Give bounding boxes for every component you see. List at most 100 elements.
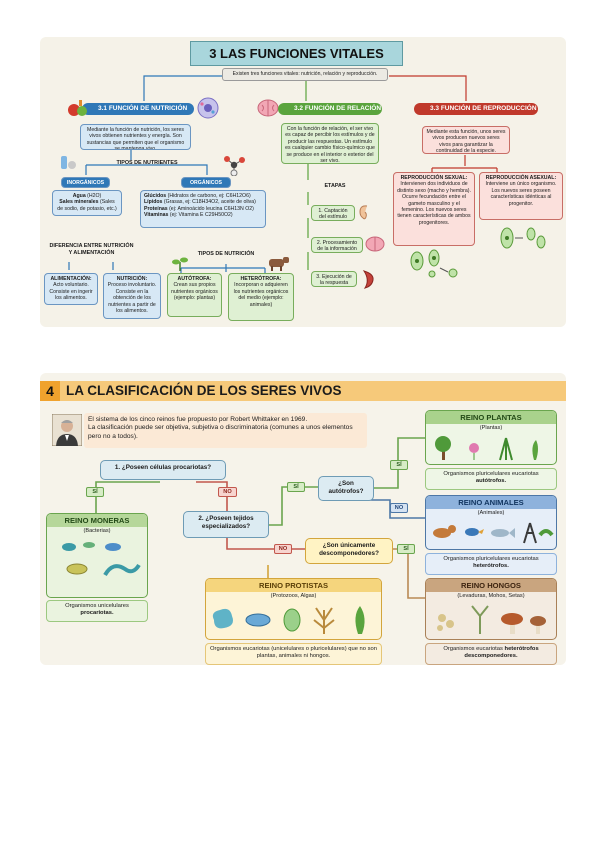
plant-icon xyxy=(172,257,188,271)
intro-line-1: El sistema de los cinco reinos fue propu… xyxy=(88,416,308,423)
organic-label: ORGÁNICOS xyxy=(181,177,231,188)
feeding-desc: Acto voluntario. Consiste en ingerir los… xyxy=(49,282,93,302)
whittaker-portrait xyxy=(52,414,82,446)
protists-icon xyxy=(212,606,365,634)
animales-desc-bold: heterótrofos. xyxy=(473,563,509,569)
autotroph-desc: Crean sus propios nutrientes orgánicos (… xyxy=(171,282,218,302)
organic-item-desc: (Hidratos de carbono, ej: C6H12O6) xyxy=(166,193,251,199)
classification-title: LA CLASIFICACIÓN DE LOS SERES VIVOS xyxy=(60,381,566,401)
q4-yes-tag: SÍ xyxy=(397,544,415,554)
kingdom-animales: REINO ANIMALES (Animales) xyxy=(425,495,557,550)
q1-no-tag: NO xyxy=(218,487,237,497)
question-1: 1. ¿Poseen células procariotas? xyxy=(100,460,226,480)
asexual-desc: Interviene un único organismo. Los nuevo… xyxy=(485,181,557,207)
q3-yes-tag: SÍ xyxy=(390,460,408,470)
nutrition-intro: Mediante la función de nutrición, los se… xyxy=(80,124,191,150)
sexual-desc: Intervienen dos individuos de distinto s… xyxy=(397,181,471,226)
nutrition-header: 3.1 FUNCIÓN DE NUTRICIÓN xyxy=(82,103,194,115)
heterotroph-desc: Incorporan o adquieren los nutrientes or… xyxy=(233,282,289,308)
cow-icon xyxy=(269,257,289,271)
relation-header: 3.2 FUNCIÓN DE RELACIÓN xyxy=(278,103,382,115)
organic-item: Proteínas (ej: Aminoácido leucina C6H13N… xyxy=(144,206,262,212)
asexual-term: REPRODUCCIÓN ASEXUAL: xyxy=(485,175,557,181)
animales-sub: (Animales) xyxy=(477,510,505,516)
organic-item-term: Vitaminas xyxy=(144,212,169,219)
moneras-name: REINO MONERAS xyxy=(47,514,147,527)
moneras-desc: Organismos unicelulares procariotas. xyxy=(46,600,148,622)
kingdom-moneras: REINO MONERAS (Bacterias) xyxy=(46,513,148,598)
cell-icon xyxy=(197,97,219,119)
bacteria-icon xyxy=(62,542,141,577)
hongos-desc: Organismos eucariotas heterótrofos desco… xyxy=(425,643,557,665)
kingdom-protistas: REINO PROTISTAS (Protozoos, Algas) xyxy=(205,578,382,640)
section-number: 4 xyxy=(40,381,60,401)
nutrition-def-box: NUTRICIÓN:Proceso involuntario. Consiste… xyxy=(103,273,161,319)
plantas-sub: (Plantas) xyxy=(479,425,503,431)
protistas-sub: (Protozoos, Algas) xyxy=(270,593,317,599)
ear-icon xyxy=(359,205,368,220)
functions-subtitle: Existen tres funciones vitales: nutrició… xyxy=(222,68,388,81)
water-bottle-icon xyxy=(61,156,76,169)
q2-no-tag: NO xyxy=(274,544,292,554)
plantas-desc-bold: autótrofos. xyxy=(475,478,507,484)
stages-label: ETAPAS xyxy=(324,183,346,189)
feeding-box: ALIMENTACIÓN:Acto voluntario. Consiste e… xyxy=(44,273,98,305)
relation-intro: Con la función de relación, el ser vivo … xyxy=(281,123,379,164)
sexual-reproduction-icon xyxy=(410,249,458,278)
brain-small-icon xyxy=(365,236,385,252)
organic-box: Glúcidos (Hidratos de carbono, ej: C6H12… xyxy=(140,190,266,228)
difference-label: DIFERENCIA ENTRE NUTRICIÓN Y ALIMENTACIÓ… xyxy=(49,243,134,256)
moneras-desc-text: Organismos unicelulares xyxy=(65,603,129,609)
plantas-desc-text: Organismos pluricelulares eucariotas xyxy=(443,471,539,477)
water-formula: (H2O) xyxy=(85,193,102,199)
sexual-box: REPRODUCCIÓN SEXUAL:Intervienen dos indi… xyxy=(393,172,475,246)
water-term: Agua xyxy=(72,193,86,199)
animals-icon xyxy=(433,522,554,544)
heterotroph-box: HETERÓTROFA:Incorporan o adquieren los n… xyxy=(228,273,294,321)
hongos-sub: (Levaduras, Mohos, Setas) xyxy=(457,593,525,599)
asexual-reproduction-icon xyxy=(500,227,546,249)
intro-line-2: La clasificación puede ser objetiva, sub… xyxy=(88,424,353,440)
stage-3: 3. Ejecución de la respuesta xyxy=(311,271,357,287)
plants-icon xyxy=(435,436,538,461)
stage-2: 2. Procesamiento de la información xyxy=(311,237,363,253)
fungi-icon xyxy=(437,605,546,634)
feeding-term: ALIMENTACIÓN: xyxy=(50,276,92,282)
reproduction-header: 3.3 FUNCIÓN DE REPRODUCCIÓN xyxy=(414,103,538,115)
organic-item: Vitaminas (ej: Vitamina E C29H50O2) xyxy=(144,212,262,218)
plantas-desc: Organismos pluricelulares eucariotas aut… xyxy=(425,468,557,490)
nutrient-types-label: TIPOS DE NUTRIENTES xyxy=(116,160,178,166)
moneras-sub: (Bacterias) xyxy=(83,528,111,534)
autotroph-box: AUTÓTROFA:Crean sus propios nutrientes o… xyxy=(167,273,222,317)
inorganic-box: Agua (H2O) Sales minerales (Sales de sod… xyxy=(52,190,122,216)
animales-desc-text: Organismos pluricelulares eucariotas xyxy=(443,556,539,562)
question-4: ¿Son únicamente descomponedores? xyxy=(305,538,393,564)
organic-item-term: Lípidos xyxy=(144,199,163,206)
stage-1: 1. Captación del estímulo xyxy=(311,205,355,221)
heterotroph-term: HETERÓTROFA: xyxy=(240,276,282,282)
minerals-desc: (Sales de sodio, de potasio, etc.) xyxy=(57,199,117,212)
organic-item-desc: (ej: Vitamina E C29H50O2) xyxy=(168,212,233,219)
protistas-desc: Organismos eucariotas (unicelulares o pl… xyxy=(205,643,382,665)
sexual-term: REPRODUCCIÓN SEXUAL: xyxy=(400,175,468,181)
question-3: ¿Son autótrofos? xyxy=(318,476,374,501)
asexual-box: REPRODUCCIÓN ASEXUAL:Interviene un único… xyxy=(479,172,563,220)
organic-item: Glúcidos (Hidratos de carbono, ej: C6H12… xyxy=(144,193,262,199)
hongos-desc-text: Organismos eucariotas xyxy=(443,646,505,652)
organic-item-term: Glúcidos xyxy=(144,193,167,199)
animales-name: REINO ANIMALES xyxy=(426,496,556,509)
q3-no-tag: NO xyxy=(390,503,408,513)
kingdom-hongos: REINO HONGOS (Levaduras, Mohos, Setas) xyxy=(425,578,557,640)
hongos-name: REINO HONGOS xyxy=(426,579,556,592)
organic-item-desc: (Grasas, ej: C18H34O2, aceite de oliva) xyxy=(162,199,256,206)
q2-yes-tag: SÍ xyxy=(287,482,305,492)
reproduction-intro: Mediante esta función, unos seres vivos … xyxy=(422,126,510,154)
animales-desc: Organismos pluricelulares eucariotas het… xyxy=(425,553,557,575)
hongos-desc-bold: heterótrofos descomponedores. xyxy=(464,646,539,659)
nutrition-desc: Proceso involuntario. Consiste en la obt… xyxy=(107,282,157,315)
question-2: 2. ¿Poseen tejidos especializados? xyxy=(183,511,269,538)
organic-item: Lípidos (Grasas, ej: C18H34O2, aceite de… xyxy=(144,199,262,205)
inorganic-label: INORGÁNICOS xyxy=(61,177,110,188)
autotroph-term: AUTÓTROFA: xyxy=(177,276,212,282)
